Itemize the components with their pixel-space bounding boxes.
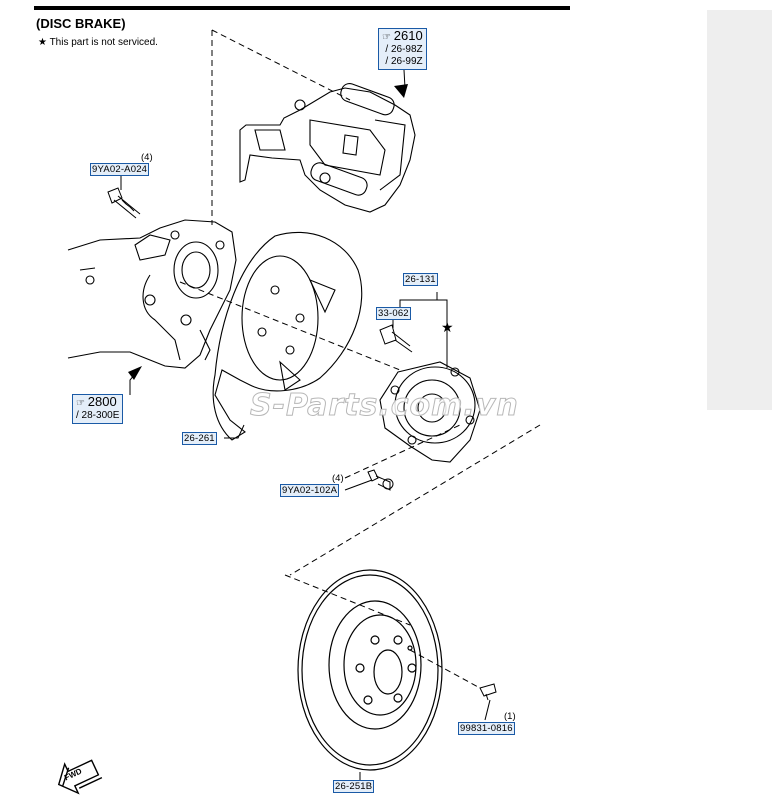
side-panel (707, 10, 772, 410)
upper-bolt-callout[interactable]: 9YA02-A024 (90, 163, 150, 176)
caliper-reference-box[interactable]: ☞ 2610 / 26-98Z / 26-99Z (378, 28, 427, 70)
fwd-arrow-icon (57, 759, 103, 795)
rotor-screw-quantity: (1) (504, 711, 516, 722)
upper-bolt-drawing (107, 187, 141, 219)
pointer-hand-icon: ☞ (382, 32, 391, 43)
caliper-arrow (394, 84, 408, 98)
watermark: S-Parts.com.vn (250, 388, 519, 424)
knuckle-reference-box[interactable]: ☞ 2800 / 28-300E (72, 394, 124, 424)
brake-caliper-drawing (239, 83, 416, 213)
dust-shield-drawing (212, 231, 363, 441)
steering-knuckle-drawing (67, 219, 237, 369)
header-rule (34, 6, 570, 10)
lower-bolt-callout[interactable]: 9YA02-102A (280, 484, 340, 497)
rotor-screw-drawing (479, 683, 497, 701)
not-serviced-note: ★ This part is not serviced. (38, 37, 158, 48)
upper-bolt-quantity: (4) (141, 152, 153, 163)
star-icon: ★ (38, 37, 47, 48)
knuckle-arrow (128, 366, 142, 380)
hub-assembly-callout[interactable]: 26-131 (403, 273, 438, 286)
hub-bolt-callout[interactable]: 33-062 (376, 307, 411, 320)
knuckle-ref-sub1: / 28-300E (76, 410, 120, 421)
caliper-ref-sub2: / 26-99Z (385, 56, 423, 67)
disc-rotor-drawing (297, 569, 443, 771)
pointer-hand-icon: ☞ (76, 398, 85, 409)
lower-bolt-quantity: (4) (332, 473, 344, 484)
hub-bolt-drawing (379, 324, 413, 353)
page-title: (DISC BRAKE) (36, 16, 126, 31)
disc-rotor-callout[interactable]: 26-251B (333, 780, 375, 793)
dust-shield-callout[interactable]: 26-261 (182, 432, 217, 445)
caliper-ref-main: 2610 (393, 28, 423, 43)
wheel-hub-drawing (379, 361, 481, 463)
caliper-ref-sub1: / 26-98Z (385, 44, 423, 55)
not-serviced-text: This part is not serviced. (49, 37, 158, 48)
lower-bolt-drawing (367, 469, 394, 491)
knuckle-ref-main: 2800 (87, 394, 117, 409)
hub-star-icon: ★ (441, 320, 454, 336)
rotor-screw-callout[interactable]: 99831-0816 (458, 722, 515, 735)
